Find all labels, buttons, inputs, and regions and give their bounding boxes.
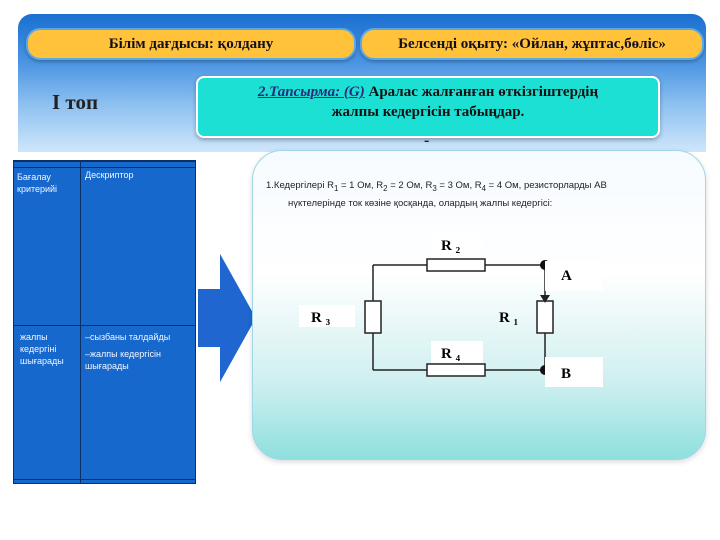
task-text-2: жалпы кедергісін табыңдар. bbox=[331, 104, 525, 120]
skill-label: Білім дағдысы: қолдану bbox=[108, 35, 274, 52]
table-header-criterion: Бағалау критерийі bbox=[17, 172, 58, 194]
problem-line-1: 1.Кедергілері R1 = 1 Ом, R2 = 2 Ом, R3 =… bbox=[266, 180, 607, 193]
resistor-r1 bbox=[536, 300, 554, 334]
resistor-r4 bbox=[426, 363, 486, 377]
table-row-criterion: жалпы кедергіні шығарады bbox=[20, 332, 64, 366]
task-dash: - bbox=[424, 132, 430, 149]
table-row-descriptor: –сызбаны талдайды –жалпы кедергісін шыға… bbox=[85, 332, 171, 371]
label-a: A bbox=[561, 268, 572, 284]
resistor-r2 bbox=[426, 258, 486, 272]
method-label: Белсенді оқыту: «Ойлан, жұптас,бөліс» bbox=[398, 35, 666, 52]
problem-text: 1.Кедергілері R1 = 1 Ом, R2 = 2 Ом, R3 =… bbox=[266, 178, 686, 211]
group-label: І топ bbox=[52, 90, 99, 114]
resistor-r3 bbox=[364, 300, 382, 334]
assessment-table: Бағалау критерийі Дескриптор жалпы кедер… bbox=[13, 160, 196, 484]
problem-line-2: нүктелерінде ток көзіне қосқанда, оларды… bbox=[288, 197, 553, 209]
table-header-descriptor: Дескриптор bbox=[85, 170, 134, 180]
label-r3: R ₃ bbox=[311, 310, 331, 326]
label-b: B bbox=[561, 366, 571, 382]
current-arrow-icon bbox=[540, 295, 550, 303]
method-bubble: Белсенді оқыту: «Ойлан, жұптас,бөліс» bbox=[360, 28, 704, 60]
circuit-diagram: R ₂ A R ₃ R ₁ R ₄ B bbox=[299, 233, 603, 387]
task-box: 2.Тапсырма: (G) Аралас жалғанған өткізгі… bbox=[196, 76, 660, 138]
label-r2: R ₂ bbox=[441, 238, 461, 254]
arrow-right-icon bbox=[196, 248, 259, 388]
label-r1: R ₁ bbox=[499, 310, 518, 326]
task-number: 2.Тапсырма: (G) bbox=[257, 84, 365, 100]
skill-bubble: Білім дағдысы: қолдану bbox=[26, 28, 356, 60]
label-r4: R ₄ bbox=[441, 346, 461, 362]
task-text-1: Аралас жалғанған өткізгіштердің bbox=[368, 84, 599, 100]
